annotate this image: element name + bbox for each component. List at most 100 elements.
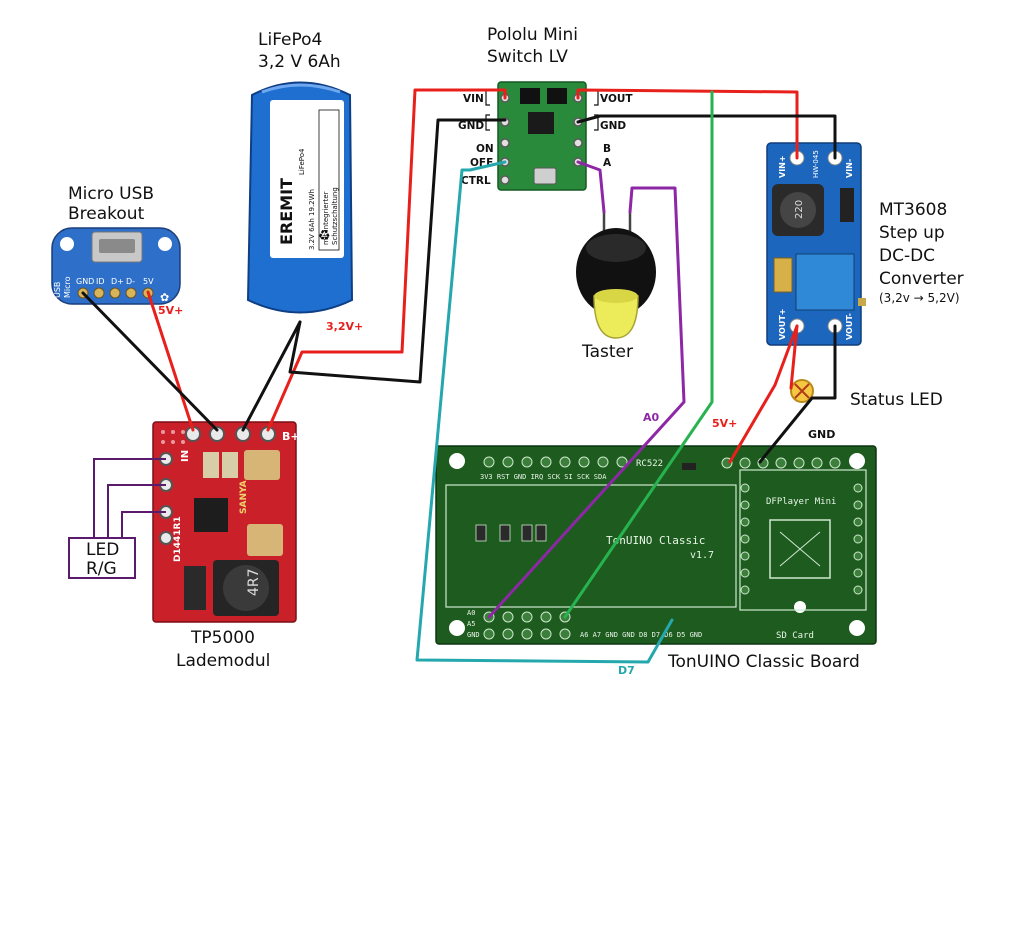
stepup-pot-screw xyxy=(858,298,866,306)
tonuino-board: 3V3 RST GND IRQ SCK SI SCK SDA RC522 DFP… xyxy=(435,445,877,672)
board-silk-version: v1.7 xyxy=(690,550,714,561)
switch-title-line2: Switch LV xyxy=(487,47,568,67)
charger-pin-in: IN xyxy=(180,450,191,462)
board-sd-symbol xyxy=(769,519,831,579)
stepup-coil-text: 220 xyxy=(794,200,805,219)
lifepo4-battery: LiFePo4 3,2 V 6Ah EREMIT LiFePo4 3.2V 6A… xyxy=(246,30,354,314)
stepup-title-line1: MT3608 xyxy=(879,200,947,220)
usb-title-line1: Micro USB xyxy=(68,184,154,204)
stepup-subtitle: (3,2v → 5,2V) xyxy=(879,291,960,305)
switch-pin-gnd-left: GND xyxy=(458,120,484,132)
switch-mosfet-2 xyxy=(547,88,567,104)
stepup-pin-vin-minus: VIN- xyxy=(845,159,854,178)
board-sd-symbol-cross xyxy=(779,531,821,567)
switch-pin-a: A xyxy=(603,157,612,169)
board-silk-title: TonUINO Classic xyxy=(606,534,705,547)
lamp-icon xyxy=(794,383,810,399)
board-left-pin-a0: A0 xyxy=(467,609,475,617)
switch-title-line1: Pololu Mini xyxy=(487,25,578,45)
charger-pin-b: B+ xyxy=(282,430,300,443)
button-cap xyxy=(593,295,639,339)
usb-pin-labels: GND ID D+ D- 5V xyxy=(76,277,154,286)
board-sdcard: SD Card xyxy=(776,631,814,641)
led-rg-line1: LED xyxy=(86,540,119,560)
board-nano-outline xyxy=(445,484,737,608)
board-title: TonUINO Classic Board xyxy=(667,652,860,672)
board-pcb xyxy=(435,445,877,645)
usb-board xyxy=(51,227,181,305)
wire-battery-minus xyxy=(241,320,302,432)
wire-label-board-5v: 5V+ xyxy=(712,417,737,430)
battery-spec-1: LiFePo4 xyxy=(298,148,306,175)
wire-d7 xyxy=(415,160,674,664)
charger-capacitor-2 xyxy=(247,524,283,556)
switch-pin-gnd-right: GND xyxy=(600,120,626,132)
switch-pin-vin: VIN xyxy=(463,93,484,105)
wire-vout xyxy=(576,88,799,160)
usb-side-text-1: USB xyxy=(53,282,62,298)
led-rg-indicator: LED R/G xyxy=(68,458,166,579)
stepup-title-line4: Converter xyxy=(879,269,964,289)
wire-led-feed xyxy=(789,324,799,390)
stepup-title-line2: Step up xyxy=(879,223,945,243)
board-dfplayer-outline xyxy=(739,469,867,611)
usb-connector-port xyxy=(99,239,135,253)
board-left-pin-gnd: GND xyxy=(467,631,480,639)
usb-pin-dminus: D- xyxy=(126,277,135,286)
stepup-chip-text: HW-045 xyxy=(812,150,820,178)
wire-label-d7: D7 xyxy=(618,664,635,677)
battery-highlight xyxy=(261,83,341,94)
switch-pin-on: ON xyxy=(476,143,494,155)
battery-title-line2: 3,2 V 6Ah xyxy=(258,52,341,72)
board-rc522: RC522 xyxy=(636,459,663,469)
wire-label-battery: 3,2V+ xyxy=(326,320,363,333)
button-housing-top xyxy=(586,234,646,262)
switch-board xyxy=(497,81,587,191)
switch-mosfet-1 xyxy=(520,88,540,104)
battery-title-line1: LiFePo4 xyxy=(258,30,322,50)
pololu-switch: Pololu Mini Switch LV VIN GND ON OFF CTR… xyxy=(458,25,633,191)
wire-switch-to-button xyxy=(576,160,606,214)
stepup-inductor-core xyxy=(780,192,816,228)
charger-capacitor-1 xyxy=(244,450,280,480)
charger-coil-text: 4R7 xyxy=(246,568,262,596)
micro-usb-breakout: Micro USB Breakout USB Micro GND ID D+ D… xyxy=(51,184,181,305)
wire-battery-plus xyxy=(266,88,507,432)
switch-pin-ctrl: CTRL xyxy=(461,175,491,187)
board-smd-part xyxy=(682,463,696,470)
stepup-pin-vout-plus: VOUT+ xyxy=(778,308,787,340)
switch-onboard-button xyxy=(533,167,557,185)
stepup-title-line3: DC-DC xyxy=(879,246,935,266)
wire-usb-gnd xyxy=(81,291,219,432)
button-cap-rim xyxy=(594,289,638,303)
board-dfplayer-side-pins xyxy=(740,483,863,595)
wire-board-gnd xyxy=(758,324,837,464)
board-bottom-header xyxy=(483,611,571,640)
led-rg-box xyxy=(68,537,136,579)
battery-brand: EREMIT xyxy=(277,178,296,245)
switch-pin-b: B xyxy=(603,143,611,155)
usb-side-text-2: Micro xyxy=(63,276,72,298)
stepup-potentiometer xyxy=(795,253,855,311)
status-led: Status LED xyxy=(790,379,943,410)
battery-spec-3: mit integrierter xyxy=(322,191,330,245)
stepup-pin-vin-plus: VIN+ xyxy=(778,155,787,178)
board-resistors xyxy=(475,524,547,542)
board-dfplayer-top-header xyxy=(721,457,841,469)
led-rg-wires xyxy=(93,458,166,538)
wire-label-a0: A0 xyxy=(643,411,660,424)
wires xyxy=(81,88,837,664)
wire-gnd-switch xyxy=(288,118,507,384)
wire-label-board-gnd: GND xyxy=(808,428,835,441)
wire-green xyxy=(563,90,714,619)
usb-pin-id: ID xyxy=(96,277,105,286)
charger-title-line2: Lademodul xyxy=(176,651,270,671)
button-title: Taster xyxy=(581,342,633,362)
usb-pin-gnd: GND xyxy=(76,277,94,286)
switch-ic xyxy=(528,112,554,134)
usb-mount-hole-1 xyxy=(60,237,74,251)
status-led-title: Status LED xyxy=(850,390,943,410)
usb-mount-hole-2 xyxy=(158,237,172,251)
charger-chip-text: SANYA xyxy=(239,480,249,514)
